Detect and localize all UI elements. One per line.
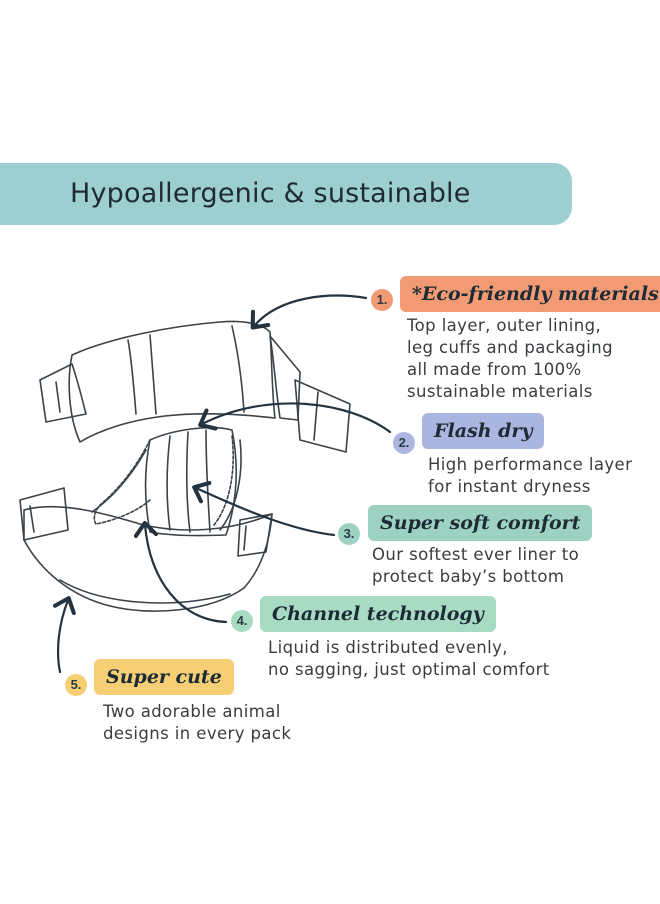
diaper-front-left-tab-inner bbox=[29, 505, 35, 533]
diaper-back-stripe-left bbox=[127, 339, 137, 415]
diaper-back-stripe-mid bbox=[149, 334, 157, 415]
diaper-front-left-tab bbox=[19, 487, 69, 541]
diaper-inner-core bbox=[144, 426, 238, 537]
feature-number-badge: 2. bbox=[393, 432, 415, 454]
description-line: Top layer, outer lining, bbox=[407, 316, 602, 335]
description-line: protect baby’s bottom bbox=[372, 567, 565, 586]
description-line: no sagging, just optimal comfort bbox=[268, 660, 550, 679]
feature-label-tag: Super cute bbox=[94, 659, 234, 695]
arrow-1 bbox=[250, 294, 368, 330]
diaper-right-leg-cuff bbox=[213, 435, 234, 526]
feature-description: Top layer, outer lining, leg cuffs and p… bbox=[407, 315, 613, 403]
diaper-right-side-wing bbox=[294, 379, 351, 453]
diaper-front-bottom-curve bbox=[59, 579, 231, 604]
arrow-3 bbox=[192, 480, 336, 537]
diaper-back-stripe-right bbox=[231, 325, 245, 413]
diaper-left-leg-cuff-edge bbox=[91, 449, 147, 513]
feature-number-badge: 3. bbox=[338, 523, 360, 545]
description-line: Two adorable animal bbox=[103, 702, 281, 721]
diaper-front-right-tab-inner bbox=[243, 525, 247, 551]
diaper-core-line-1 bbox=[166, 435, 171, 531]
feature-number-badge: 1. bbox=[371, 289, 393, 311]
diaper-left-leg-cuff bbox=[93, 439, 151, 525]
feature-description: Liquid is distributed evenly, no sagging… bbox=[268, 637, 550, 681]
feature-label-tag: Channel technology bbox=[260, 596, 496, 632]
description-line: leg cuffs and packaging bbox=[407, 338, 613, 357]
feature-number-badge: 5. bbox=[65, 674, 87, 696]
diaper-left-back-tab bbox=[39, 363, 87, 423]
title-banner: Hypoallergenic & sustainable bbox=[0, 163, 572, 225]
feature-description: Our softest ever liner to protect baby’s… bbox=[372, 544, 579, 588]
arrow-2 bbox=[198, 402, 392, 434]
banner-title: Hypoallergenic & sustainable bbox=[70, 178, 471, 209]
diaper-front-panel bbox=[23, 505, 273, 612]
description-line: all made from 100% bbox=[407, 360, 582, 379]
description-line: Our softest ever liner to bbox=[372, 545, 580, 564]
arrow-4 bbox=[133, 520, 228, 624]
feature-description: High performance layer for instant dryne… bbox=[428, 454, 632, 498]
diaper-line-drawing-icon bbox=[19, 320, 351, 612]
callout-arrows bbox=[52, 294, 392, 674]
feature-label-tag: Super soft comfort bbox=[368, 505, 593, 541]
diaper-left-back-tab-inner bbox=[55, 381, 61, 413]
diaper-core-line-3 bbox=[205, 429, 211, 533]
description-line: sustainable materials bbox=[407, 382, 593, 401]
description-line: designs in every pack bbox=[103, 724, 292, 743]
description-line: for instant dryness bbox=[428, 477, 591, 496]
description-line: High performance layer bbox=[428, 455, 633, 474]
feature-description: Two adorable animal designs in every pac… bbox=[103, 701, 291, 745]
feature-label-tag: Flash dry bbox=[422, 413, 545, 449]
feature-label-tag: *Eco-friendly materials bbox=[400, 276, 660, 312]
diaper-right-side-wing-inner bbox=[313, 391, 319, 441]
diaper-right-leg-cuff-edge bbox=[219, 439, 242, 531]
diaper-back-panel bbox=[68, 320, 276, 443]
description-line: Liquid is distributed evenly, bbox=[268, 638, 508, 657]
feature-number-badge: 4. bbox=[231, 610, 253, 632]
diaper-core-line-2 bbox=[185, 431, 191, 533]
arrow-5 bbox=[52, 596, 76, 674]
diaper-right-back-tab bbox=[269, 335, 301, 421]
